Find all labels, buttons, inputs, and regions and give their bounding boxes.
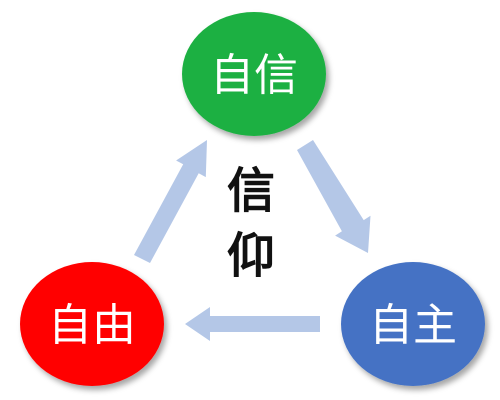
arrow-right-to-left xyxy=(185,307,320,341)
node-right-circle xyxy=(341,262,485,386)
cycle-arrows xyxy=(134,140,371,341)
node-top-label: 自信 xyxy=(210,50,298,101)
node-right-label: 自主 xyxy=(369,300,457,351)
center-char-1: 信 xyxy=(227,163,275,219)
node-left-label: 自由 xyxy=(48,300,136,351)
arrow-left-to-top xyxy=(134,140,207,263)
node-right: 自主 xyxy=(341,262,485,386)
arrow-top-to-right xyxy=(297,140,371,253)
center-char-2: 仰 xyxy=(227,228,275,284)
node-left: 自由 xyxy=(20,262,164,386)
node-left-circle xyxy=(20,262,164,386)
center-text: 信 仰 xyxy=(227,163,275,284)
node-top-circle xyxy=(182,12,326,136)
node-top: 自信 xyxy=(182,12,326,136)
